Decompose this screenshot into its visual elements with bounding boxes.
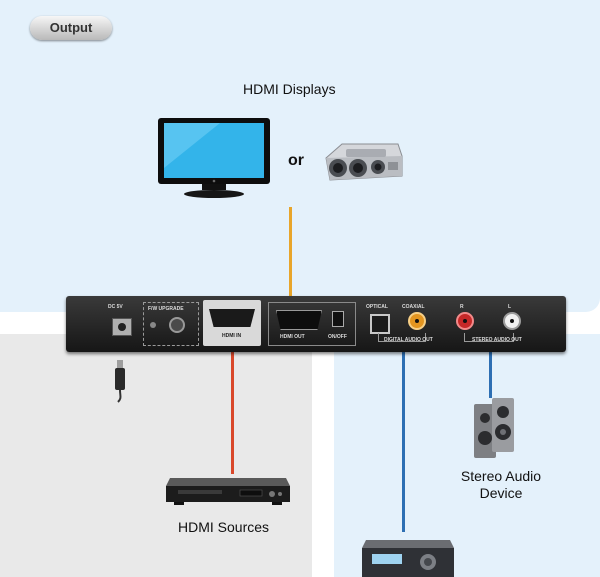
- stereo-audio-cable: [489, 352, 492, 398]
- tv-monitor-icon: [158, 118, 270, 198]
- output-section-tab[interactable]: Output: [30, 16, 112, 40]
- upgrade-button[interactable]: [150, 322, 156, 328]
- hdmi-out-switch[interactable]: [332, 311, 344, 327]
- hdmi-out-port[interactable]: [276, 310, 322, 330]
- output-zone: [0, 0, 600, 312]
- hdmi-in-port[interactable]: [209, 309, 255, 327]
- power-port-label: DC 5V: [108, 304, 123, 310]
- hdmi-source-player-icon: [166, 478, 290, 505]
- or-label: or: [288, 152, 304, 169]
- audio-zone: [334, 334, 600, 577]
- projector-icon: [325, 143, 403, 181]
- stereo-audio-out-label: STEREO AUDIO OUT: [472, 337, 522, 343]
- fw-upgrade-label: F/W UPGRADE: [148, 306, 184, 312]
- upgrade-port[interactable]: [169, 317, 185, 333]
- hdmi-in-label: HDMI IN: [222, 333, 242, 339]
- right-channel-label: R: [460, 304, 464, 310]
- left-channel-label: L: [508, 304, 512, 310]
- left-audio-port[interactable]: [503, 312, 521, 330]
- av-receiver-icon: [362, 540, 454, 577]
- digital-audio-cable: [402, 352, 405, 532]
- stereo-audio-bracket: [464, 333, 514, 342]
- on-off-label: ON/OFF: [328, 334, 347, 340]
- stereo-audio-device-label: Stereo Audio Device: [460, 468, 542, 501]
- input-zone: [0, 334, 312, 577]
- optical-port[interactable]: [370, 314, 390, 334]
- hdmi-extender-rear-panel: DC 5V F/W UPGRADE HDMI IN HDMI OUT ON/OF…: [66, 296, 566, 352]
- hdmi-sources-label: HDMI Sources: [178, 519, 270, 535]
- digital-audio-bracket: [378, 333, 426, 342]
- display-cable: [289, 207, 292, 296]
- optical-label: OPTICAL: [366, 304, 388, 310]
- right-audio-port[interactable]: [456, 312, 474, 330]
- coaxial-port[interactable]: [408, 312, 426, 330]
- hdmi-out-box: [268, 302, 356, 346]
- coaxial-label: COAXIAL: [402, 304, 425, 310]
- source-cable: [231, 352, 234, 474]
- hdmi-displays-label: HDMI Displays: [243, 81, 336, 97]
- stereo-speakers-icon: [474, 398, 514, 458]
- fw-upgrade-box: [143, 302, 199, 346]
- digital-audio-out-label: DIGITAL AUDIO OUT: [384, 337, 433, 343]
- hdmi-out-label: HDMI OUT: [280, 334, 305, 340]
- power-adapter-icon: [115, 360, 125, 403]
- power-jack[interactable]: [112, 318, 132, 336]
